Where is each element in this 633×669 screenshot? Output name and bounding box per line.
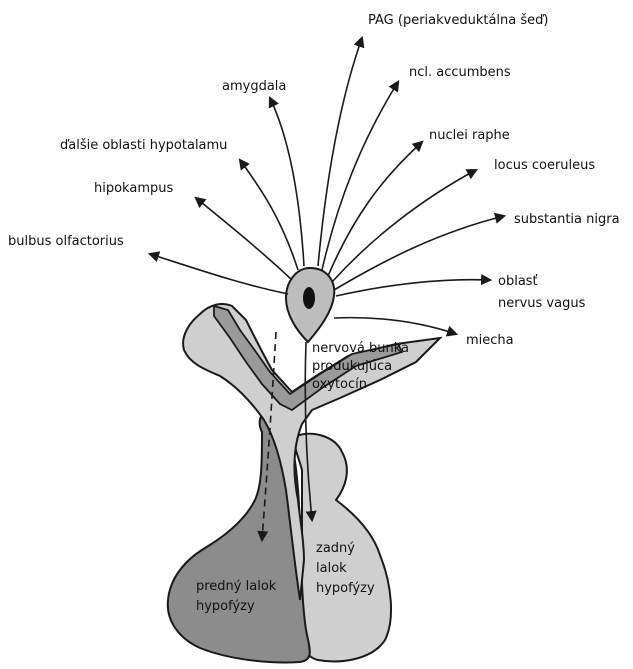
label-vagus-line2: nervus vagus — [498, 296, 586, 311]
label-raphe: nuclei raphe — [429, 128, 510, 143]
arrow-vagus — [336, 280, 490, 296]
label-nigra: substantia nigra — [514, 212, 620, 227]
posterior-lobe-label-line2: lalok — [316, 561, 347, 576]
label-accumbens: ncl. accumbens — [409, 65, 511, 80]
anterior-lobe-label-line2: hypofýzy — [196, 599, 255, 614]
label-hypothalamus: ďalšie oblasti hypotalamu — [60, 138, 227, 153]
arrow-hippocampus — [196, 198, 292, 280]
label-pag: PAG (periakveduktálna šeď) — [368, 13, 548, 28]
label-spinal: miecha — [466, 333, 514, 348]
arrow-spinal — [334, 318, 456, 334]
label-olfactory: bulbus olfactorius — [8, 234, 124, 249]
arrow-pag — [318, 38, 362, 266]
anterior-lobe-label-line1: predný lalok — [196, 579, 277, 594]
neuron-label-line1: nervová bunka — [312, 341, 409, 356]
arrow-hypothalamus — [240, 160, 298, 270]
posterior-lobe-label-line3: hypofýzy — [316, 581, 375, 596]
neuron-label-line2: produkujúca — [312, 359, 392, 374]
neuron-label-line3: oxytocín — [312, 377, 367, 392]
label-amygdala: amygdala — [222, 79, 286, 94]
arrow-raphe — [328, 142, 422, 276]
label-vagus-line1: oblasť — [498, 274, 538, 289]
posterior-lobe-label-line1: zadný — [316, 541, 355, 556]
neuron-nucleus — [303, 287, 315, 309]
arrow-accumbens — [322, 82, 398, 270]
arrow-olfactory — [150, 254, 288, 294]
label-hippocampus: hipokampus — [94, 181, 173, 196]
label-coeruleus: locus coeruleus — [494, 158, 595, 173]
